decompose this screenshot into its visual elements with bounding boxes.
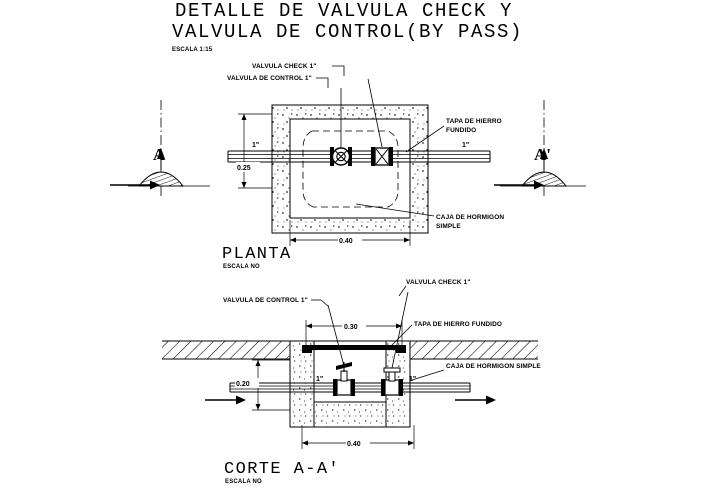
section-flow-arrow-right — [455, 395, 496, 405]
section-dimension-vertical: 0.20 — [235, 359, 290, 411]
plan-cover-label-line2: FUNDIDO — [446, 127, 476, 134]
plan-label-control-valve: VALVULA DE CONTROL 1" — [227, 75, 329, 88]
section-marker-left-label: A — [153, 145, 166, 164]
plan-flow-arrow-left — [110, 180, 160, 190]
drawing-title-line1: DETALLE DE VALVULA CHECK Y — [175, 0, 513, 22]
section-cover — [302, 345, 406, 353]
plan-pipe-label-right: 1" — [462, 142, 469, 149]
section-box-label: CAJA DE HORMIGON SIMPLE — [446, 363, 541, 370]
plan-control-valve-symbol — [367, 78, 393, 166]
plan-pipe — [227, 150, 491, 163]
section-cover-label: TAPA DE HIERRO FUNDIDO — [414, 321, 502, 328]
section-label-control-valve: VALVULA DE CONTROL 1" — [223, 297, 329, 307]
section-pipe-label-left: 1" — [316, 376, 323, 383]
section-control-valve-symbol — [381, 291, 409, 396]
plan-inner-chamber — [289, 118, 411, 219]
drawing-title-line2: VALVULA DE CONTROL(BY PASS) — [172, 21, 523, 43]
plan-dimension-vertical: 0.25 — [236, 113, 272, 189]
plan-cover-outline-left — [302, 130, 314, 208]
section-ground — [162, 340, 538, 360]
plan-control-valve-label: VALVULA DE CONTROL 1" — [227, 75, 312, 82]
section-view-scale: ESCALA NO — [225, 479, 262, 485]
plan-label-check-valve: VALVULA CHECK 1" — [252, 63, 345, 76]
plan-label-box: CAJA DE HORMIGON SIMPLE — [355, 203, 504, 230]
plan-cover-outline — [312, 130, 399, 208]
plan-check-valve-label: VALVULA CHECK 1" — [252, 63, 317, 70]
plan-box-label-line1: CAJA DE HORMIGON — [436, 214, 504, 221]
plan-box-label-line2: SIMPLE — [436, 223, 461, 230]
plan-dimension-vertical-value: 0.25 — [237, 165, 251, 172]
section-label-check-valve: VALVULA CHECK 1" — [398, 279, 471, 297]
section-marker-right-label: A' — [534, 145, 551, 164]
plan-view: A A' VALVULA CHECK 1" VALVULA DE CONTROL… — [110, 63, 586, 270]
plan-label-cover: TAPA DE HIERRO FUNDIDO — [405, 118, 502, 153]
section-dimension-bottom-value: 0.40 — [347, 441, 361, 448]
plan-pipe-label-left: 1" — [252, 142, 259, 149]
section-flow-arrow-left — [205, 395, 246, 405]
plan-dimension-horizontal: 0.40 — [289, 220, 411, 246]
section-marker-left: A — [137, 100, 185, 196]
plan-check-valve-symbol — [330, 88, 352, 166]
section-control-valve-label: VALVULA DE CONTROL 1" — [223, 297, 308, 304]
plan-view-title: PLANTA — [222, 245, 292, 264]
section-dimension-bottom: 0.40 — [301, 425, 415, 449]
section-check-valve-symbol — [327, 304, 355, 396]
drawing-title-scale: ESCALA 1:15 — [172, 47, 213, 53]
section-view: 1" 1" VALVULA DE CONTROL 1" VALVULA CHEC… — [162, 279, 541, 485]
section-dimension-vertical-value: 0.20 — [236, 381, 250, 388]
plan-view-scale: ESCALA NO — [223, 264, 260, 270]
plan-cover-label-line1: TAPA DE HIERRO — [446, 118, 502, 125]
section-view-title: CORTE A-A' — [224, 460, 340, 479]
plan-flow-arrow-right — [494, 180, 544, 190]
section-check-valve-label: VALVULA CHECK 1" — [406, 279, 471, 286]
section-dimension-top-value: 0.30 — [344, 324, 358, 331]
section-dimension-top: 0.30 — [305, 320, 403, 346]
section-label-box: CAJA DE HORMIGON SIMPLE — [411, 363, 541, 381]
section-marker-right: A' — [520, 100, 568, 196]
plan-dimension-horizontal-value: 0.40 — [339, 238, 353, 245]
